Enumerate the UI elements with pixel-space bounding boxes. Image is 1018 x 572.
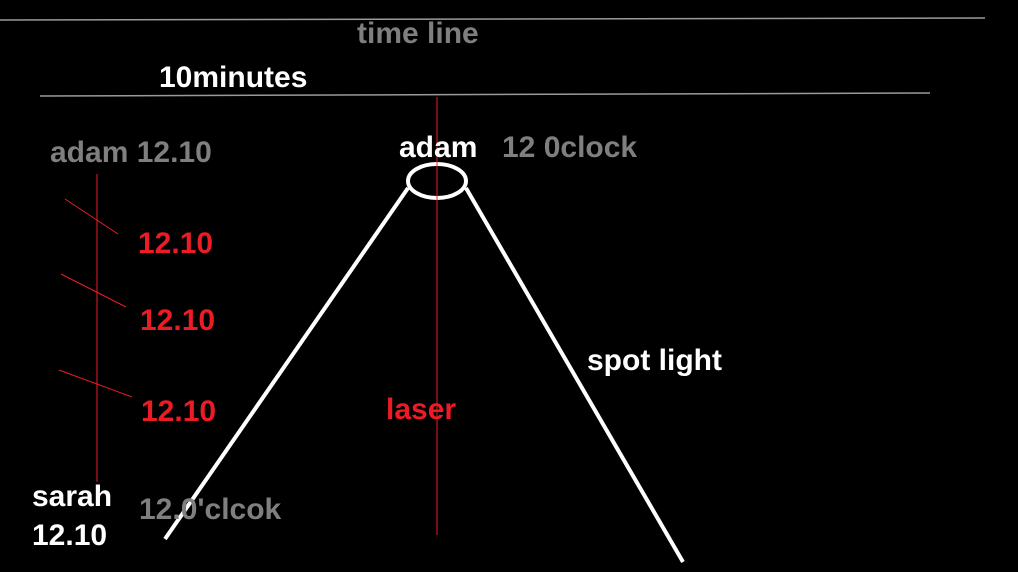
timeline-divider-line [39, 92, 931, 97]
adam-name-label: adam [399, 131, 477, 164]
duration-label: 10minutes [159, 61, 307, 94]
timeline-mark-label: 12.10 [140, 304, 215, 337]
timeline-mark-label: 12.10 [141, 395, 216, 428]
spotlight-left-edge [163, 186, 410, 541]
timeline-tick [60, 273, 127, 308]
sarah-time-label: 12.10 [32, 519, 107, 552]
left-top-label: adam 12.10 [50, 136, 212, 169]
timeline-mark-label: 12.10 [138, 227, 213, 260]
spotlight-label: spot light [587, 344, 722, 377]
top-divider-line [0, 17, 986, 21]
timeline-tick [64, 198, 119, 235]
adam-time-label: 12 0clock [502, 131, 637, 164]
timeline-title: time line [357, 17, 479, 50]
laser-label: laser [386, 393, 456, 426]
timeline-tick [58, 369, 133, 398]
bottom-note-label: 12.0'clcok [139, 493, 282, 526]
spotlight-right-edge [464, 186, 685, 564]
sarah-name-label: sarah [32, 480, 112, 513]
